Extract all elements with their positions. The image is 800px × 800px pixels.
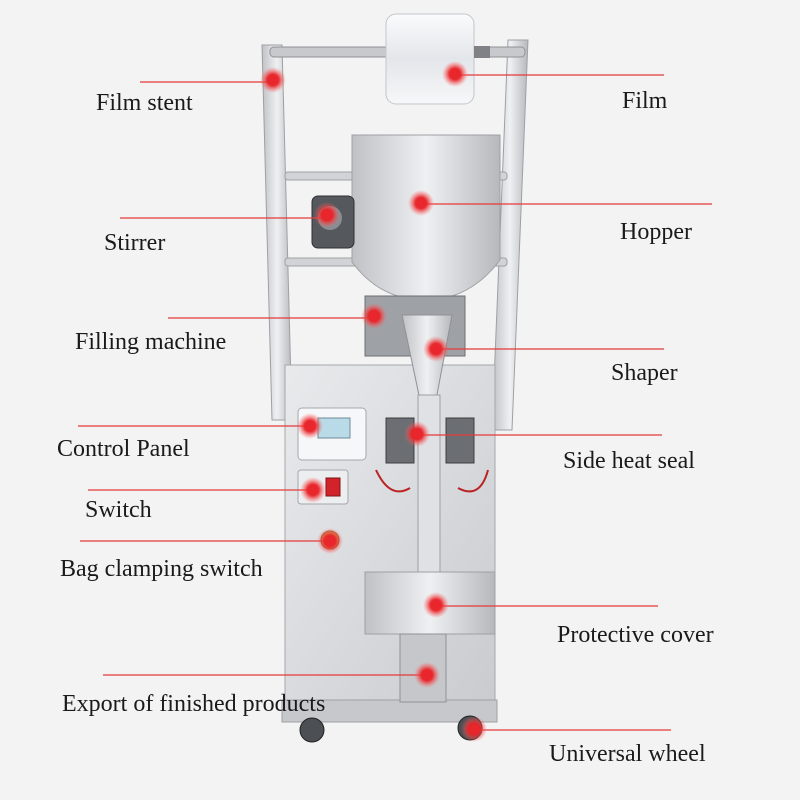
frame-right-upright [491, 39, 529, 431]
callout-label-protective-cover: Protective cover [557, 622, 714, 648]
marker-dot-switch [308, 485, 318, 495]
callout-label-hopper: Hopper [620, 219, 692, 245]
film-roll-shape [385, 13, 475, 105]
callout-label-control-panel: Control Panel [57, 436, 190, 462]
marker-dot-hopper [416, 198, 426, 208]
marker-dot-bag-clamping-switch [325, 536, 335, 546]
machine-base [281, 699, 498, 723]
callout-label-stirrer: Stirrer [104, 230, 166, 256]
callout-label-switch: Switch [85, 497, 152, 523]
callout-label-universal-wheel: Universal wheel [549, 741, 706, 767]
marker-dot-control-panel [305, 421, 315, 431]
marker-dot-film [450, 69, 460, 79]
callout-label-export-of-finished-products: Export of finished products [62, 691, 326, 717]
marker-dot-stirrer [322, 210, 332, 220]
callout-label-filling-machine: Filling machine [75, 329, 227, 355]
hopper-shape [351, 134, 501, 301]
switch-red [325, 477, 341, 497]
marker-dot-export-of-finished-products [422, 670, 432, 680]
marker-dot-protective-cover [431, 600, 441, 610]
callout-label-side-heat-seal: Side heat seal [563, 448, 695, 474]
marker-dot-filling-machine [369, 311, 379, 321]
marker-dot-film-stent [268, 75, 278, 85]
marker-dot-side-heat-seal [412, 429, 422, 439]
callout-label-film-stent: Film stent [96, 90, 193, 116]
film-roll-shaft [474, 46, 490, 58]
callout-label-film: Film [622, 88, 668, 114]
callout-label-bag-clamping-switch: Bag clamping switch [60, 556, 263, 582]
marker-dot-universal-wheel [469, 724, 479, 734]
marker-dot-shaper [431, 344, 441, 354]
callout-label-shaper: Shaper [611, 360, 678, 386]
wheel-left [299, 717, 325, 743]
heat-seal-jaw-right [445, 417, 475, 464]
frame-left-upright [261, 44, 293, 421]
